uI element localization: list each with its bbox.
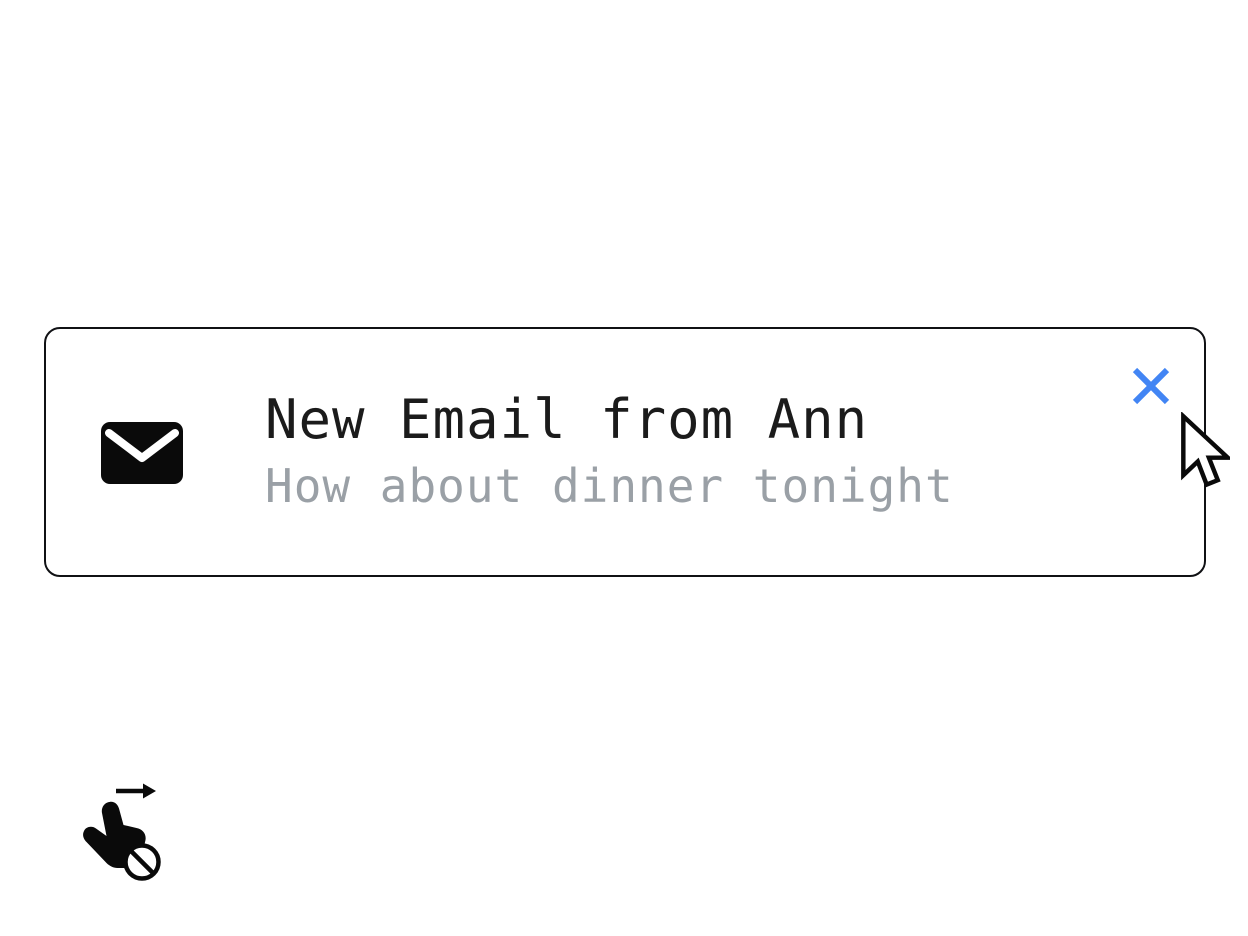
swipe-right-disabled-icon — [76, 776, 176, 886]
notification-subtitle: How about dinner tonight — [265, 459, 954, 513]
close-icon — [1131, 366, 1171, 406]
notification-title: New Email from Ann — [265, 388, 869, 451]
notification-card[interactable]: New Email from Ann How about dinner toni… — [44, 327, 1206, 577]
email-icon — [100, 421, 184, 485]
close-button[interactable] — [1128, 363, 1174, 409]
